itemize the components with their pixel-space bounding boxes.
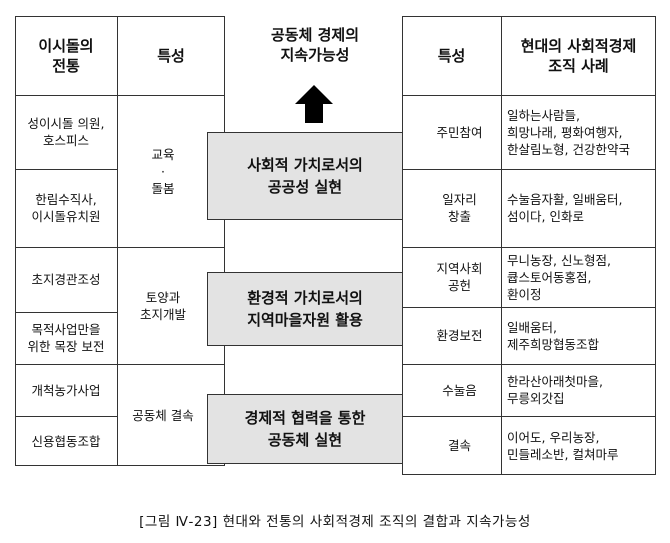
goal-title: 공동체 경제의 지속가능성 bbox=[270, 26, 360, 64]
value-box-economic: 경제적 협력을 통한 공동체 실현 bbox=[207, 394, 403, 464]
right-example-3: 무니농장, 신노형점, 큡스토어동홍점, 환이정 bbox=[507, 252, 611, 302]
left-row-4: 목적사업만을 위한 목장 보전 bbox=[27, 322, 105, 354]
left-row-5: 개척농가사업 bbox=[31, 382, 101, 398]
left-table-divider bbox=[117, 16, 118, 466]
right-example-5: 한라산아래첫마을, 무릉외갓집 bbox=[507, 374, 603, 406]
left-trait-3: 공동체 결속 bbox=[132, 407, 194, 423]
right-example-4: 일배움터, 제주희망협동조합 bbox=[507, 319, 600, 352]
left-row-2: 한림수직사, 이시돌유치원 bbox=[31, 192, 101, 224]
right-trait-4: 환경보전 bbox=[436, 328, 483, 343]
figure-caption: [그림 Ⅳ-23] 현대와 전통의 사회적경제 조직의 결합과 지속가능성 bbox=[139, 514, 531, 530]
value-box-social: 사회적 가치로서의 공공성 실현 bbox=[207, 132, 403, 220]
value-box-environmental: 환경적 가치로서의 지역마을자원 활용 bbox=[207, 272, 403, 346]
left-table-frame bbox=[15, 16, 225, 466]
right-trait-6: 결속 bbox=[447, 438, 471, 453]
right-trait-1: 주민참여 bbox=[436, 124, 483, 140]
left-row-3: 초지경관조성 bbox=[31, 272, 101, 287]
right-example-6: 이어도, 우리농장, 민들레소반, 컬쳐마루 bbox=[507, 429, 619, 462]
right-example-1: 일하는사람들, 희망나래, 평화여행자, 한살림노형, 건강한약국 bbox=[507, 107, 630, 157]
right-table-frame bbox=[402, 16, 656, 475]
left-row-1: 성이시돌 의원, 호스피스 bbox=[27, 116, 105, 148]
left-row-6: 신용협동조합 bbox=[31, 433, 101, 449]
right-example-2: 수눌음자활, 일배움터, 섬이다, 인화로 bbox=[507, 192, 623, 224]
left-trait-1: 교육 · 돌봄 bbox=[151, 146, 175, 196]
right-header-cases: 현대의 사회적경제 조직 사례 bbox=[520, 36, 637, 75]
left-trait-2: 토양과 초지개발 bbox=[139, 289, 186, 322]
right-trait-2: 일자리 창출 bbox=[442, 192, 477, 224]
up-arrow-icon bbox=[295, 85, 333, 123]
right-header-trait: 특성 bbox=[437, 46, 466, 65]
left-header-tradition: 이시돌의 전통 bbox=[38, 36, 94, 75]
right-trait-3: 지역사회 공헌 bbox=[436, 261, 483, 293]
right-table-divider bbox=[501, 16, 502, 475]
right-trait-5: 수눌음 bbox=[442, 382, 477, 398]
left-header-trait: 특성 bbox=[157, 46, 185, 65]
